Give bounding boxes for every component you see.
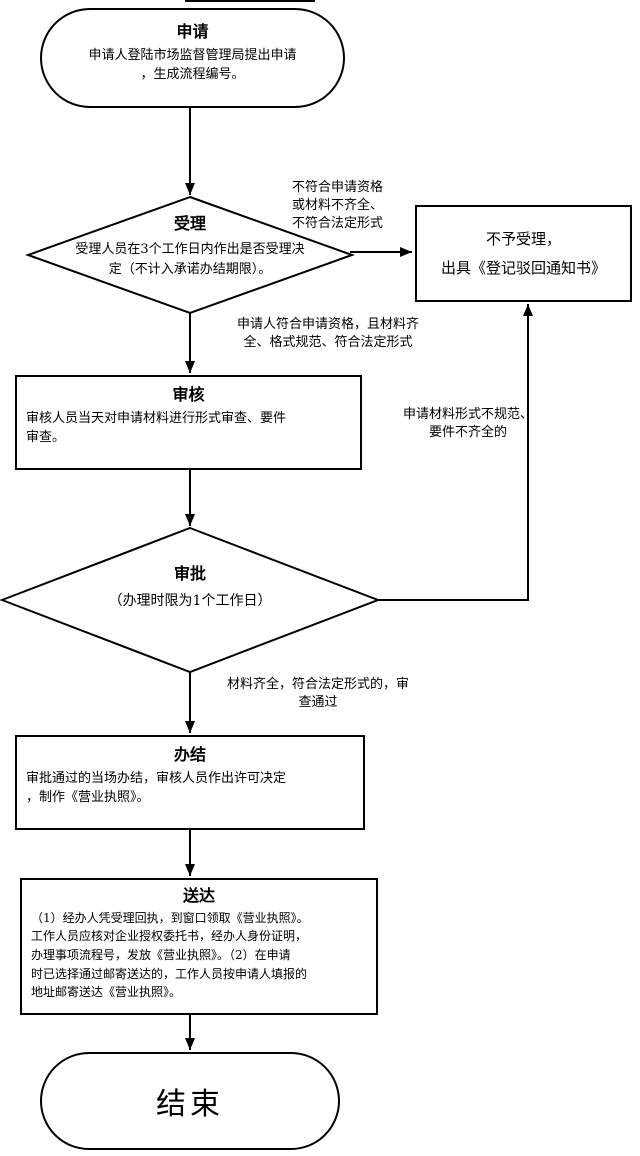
node-complete: 办结 审批通过的当场办结，审核人员作出许可决定 ，制作《营业执照》。 [15, 735, 365, 830]
edge-label-approve-to-reject: 申请材料形式不规范、 要件不齐全的 [402, 407, 533, 441]
node-review: 审核 审核人员当天对申请材料进行形式审查、要件 审查。 [15, 375, 362, 470]
node-complete-title: 办结 [173, 745, 206, 764]
node-deliver: 送达 （1）经办人凭受理回执，到窗口领取《营业执照》。 工作人员应核对企业授权委… [20, 878, 378, 1015]
node-apply-title: 申请 [176, 22, 209, 41]
node-approve-title: 审批 [173, 564, 206, 583]
node-apply-body: 申请人登陆市场监督管理局提出申请 ，生成流程编号。 [88, 47, 297, 83]
node-reject-line1: 不予受理， [485, 230, 561, 248]
node-review-title: 审核 [172, 385, 205, 404]
node-accept-title: 受理 [173, 214, 206, 233]
edge-label-approve-to-complete: 材料齐全，符合法定形式的，审 查通过 [226, 677, 409, 711]
edge-label-accept-to-reject: 不符合申请资格 或材料不齐全、 不符合法定形式 [292, 180, 384, 232]
edge-label-accept-to-review: 申请人符合申请资格，且材料齐 全、格式规范、符合法定形式 [236, 317, 419, 351]
edge-approve-reject [378, 304, 533, 601]
node-end-title: 结束 [156, 1087, 224, 1122]
node-approve-body: （办理时限为1个工作日） [108, 593, 272, 609]
node-complete-body: 审批通过的当场办结，审核人员作出许可决定 ，制作《营业执照》。 [26, 770, 287, 806]
node-deliver-title: 送达 [182, 886, 215, 905]
node-deliver-body: （1）经办人凭受理回执，到窗口领取《营业执照》。 工作人员应核对企业授权委托书，… [31, 910, 309, 1000]
node-apply: 申请 申请人登陆市场监督管理局提出申请 ，生成流程编号。 [40, 8, 345, 108]
node-reject-line2: 出具《登记驳回通知书》 [440, 258, 606, 277]
node-end: 结束 [40, 1052, 340, 1150]
node-accept-body: 受理人员在3个工作日内作出是否受理决 定（不计入承诺办结期限）。 [75, 242, 305, 277]
node-reject: 不予受理， 出具《登记驳回通知书》 [415, 205, 632, 302]
node-review-body: 审核人员当天对申请材料进行形式审查、要件 审查。 [26, 410, 287, 446]
